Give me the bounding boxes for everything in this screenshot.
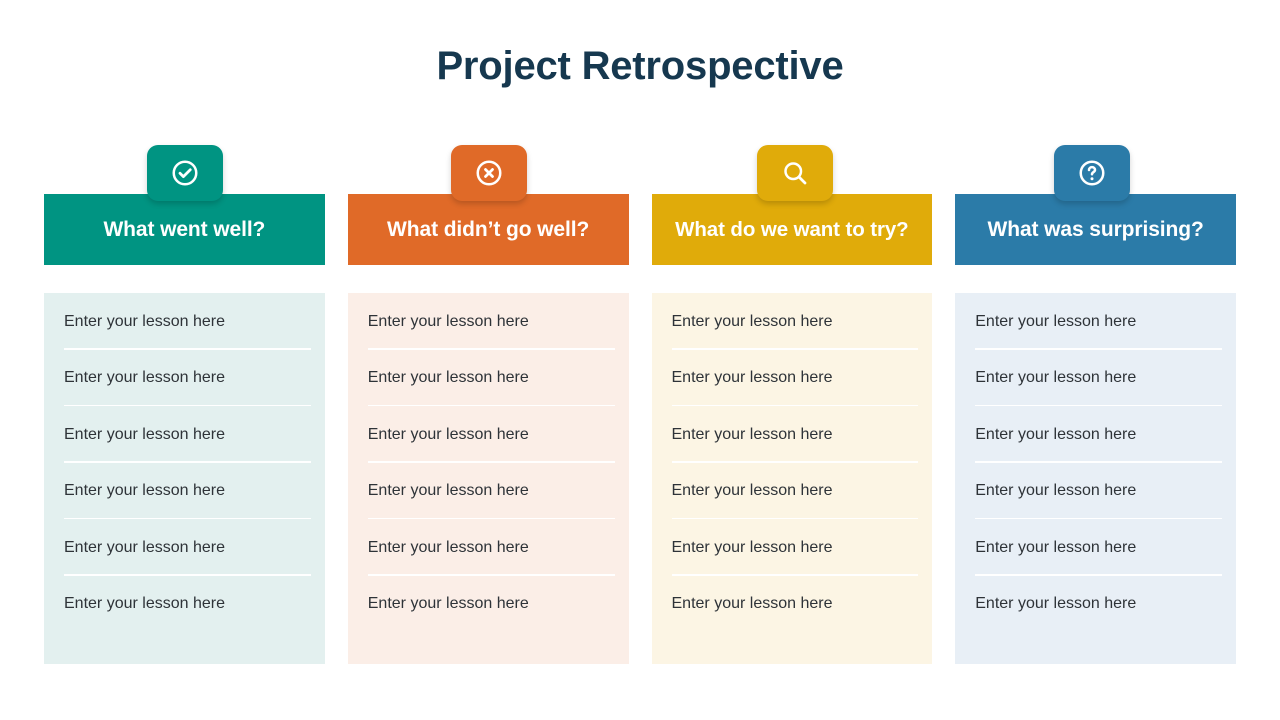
column-header-2: What didn’t go well? — [347, 194, 629, 265]
column-header-label: What was surprising? — [987, 217, 1204, 241]
lesson-row[interactable]: Enter your lesson here — [44, 519, 325, 576]
column-body-4: Enter your lesson here Enter your lesson… — [955, 293, 1236, 664]
lesson-text: Enter your lesson here — [671, 369, 833, 387]
lesson-text: Enter your lesson here — [671, 538, 833, 556]
column-header-1: What went well? — [44, 194, 325, 265]
lesson-text: Enter your lesson here — [367, 595, 529, 613]
lesson-text: Enter your lesson here — [64, 312, 225, 330]
lesson-row[interactable]: Enter your lesson here — [955, 519, 1236, 576]
question-circle-icon — [1054, 145, 1131, 201]
column-header-label: What do we want to try? — [675, 217, 909, 241]
lesson-text: Enter your lesson here — [64, 482, 225, 500]
lesson-row[interactable]: Enter your lesson here — [652, 350, 933, 407]
retro-column-what-to-try: What do we want to try? Enter your lesso… — [651, 145, 933, 664]
lesson-text: Enter your lesson here — [671, 595, 833, 613]
lesson-text: Enter your lesson here — [975, 312, 1137, 330]
lesson-text: Enter your lesson here — [671, 425, 833, 443]
lesson-row[interactable]: Enter your lesson here — [44, 293, 325, 350]
lesson-text: Enter your lesson here — [975, 482, 1137, 500]
lesson-row[interactable]: Enter your lesson here — [955, 350, 1236, 407]
lesson-row[interactable]: Enter your lesson here — [955, 406, 1236, 463]
retro-column-what-went-well: What went well? Enter your lesson here E… — [44, 145, 325, 664]
column-body-1: Enter your lesson here Enter your lesson… — [44, 293, 325, 664]
retro-column-what-didnt-go-well: What didn’t go well? Enter your lesson h… — [347, 145, 629, 664]
column-body-3: Enter your lesson here Enter your lesson… — [651, 293, 933, 664]
lesson-row[interactable]: Enter your lesson here — [955, 463, 1236, 520]
search-icon — [756, 145, 833, 201]
column-header-4: What was surprising? — [955, 194, 1236, 265]
lesson-text: Enter your lesson here — [64, 369, 225, 387]
lesson-row[interactable]: Enter your lesson here — [348, 519, 629, 576]
retro-column-what-was-surprising: What was surprising? Enter your lesson h… — [955, 145, 1236, 664]
lesson-row[interactable]: Enter your lesson here — [348, 406, 629, 463]
page-title: Project Retrospective — [436, 44, 844, 88]
lesson-text: Enter your lesson here — [367, 369, 529, 387]
column-header-3: What do we want to try? — [651, 194, 933, 265]
lesson-text: Enter your lesson here — [64, 595, 225, 613]
lesson-row[interactable]: Enter your lesson here — [652, 519, 933, 576]
lesson-text: Enter your lesson here — [975, 369, 1137, 387]
lesson-text: Enter your lesson here — [367, 425, 529, 443]
check-circle-icon — [147, 145, 223, 201]
retrospective-columns: What went well? Enter your lesson here E… — [44, 145, 1236, 664]
lesson-row[interactable]: Enter your lesson here — [348, 463, 629, 520]
lesson-row[interactable]: Enter your lesson here — [652, 576, 933, 633]
column-body-2: Enter your lesson here Enter your lesson… — [347, 293, 629, 664]
lesson-row[interactable]: Enter your lesson here — [348, 576, 629, 633]
lesson-text: Enter your lesson here — [671, 312, 833, 330]
column-header-label: What went well? — [103, 217, 266, 241]
lesson-text: Enter your lesson here — [367, 482, 529, 500]
lesson-row[interactable]: Enter your lesson here — [348, 350, 629, 407]
lesson-text: Enter your lesson here — [367, 538, 529, 556]
lesson-text: Enter your lesson here — [671, 482, 833, 500]
lesson-row[interactable]: Enter your lesson here — [44, 463, 325, 520]
column-header-label: What didn’t go well? — [387, 217, 590, 241]
lesson-row[interactable]: Enter your lesson here — [652, 463, 933, 520]
lesson-row[interactable]: Enter your lesson here — [955, 293, 1236, 350]
x-circle-icon — [450, 145, 527, 201]
lesson-row[interactable]: Enter your lesson here — [652, 293, 933, 350]
lesson-text: Enter your lesson here — [975, 595, 1137, 613]
lesson-text: Enter your lesson here — [975, 425, 1137, 443]
lesson-row[interactable]: Enter your lesson here — [652, 406, 933, 463]
lesson-text: Enter your lesson here — [64, 425, 225, 443]
lesson-row[interactable]: Enter your lesson here — [348, 293, 629, 350]
lesson-row[interactable]: Enter your lesson here — [44, 350, 325, 407]
lesson-row[interactable]: Enter your lesson here — [44, 576, 325, 633]
lesson-row[interactable]: Enter your lesson here — [955, 576, 1236, 633]
lesson-text: Enter your lesson here — [975, 538, 1137, 556]
lesson-text: Enter your lesson here — [64, 538, 225, 556]
lesson-text: Enter your lesson here — [367, 312, 529, 330]
lesson-row[interactable]: Enter your lesson here — [44, 406, 325, 463]
